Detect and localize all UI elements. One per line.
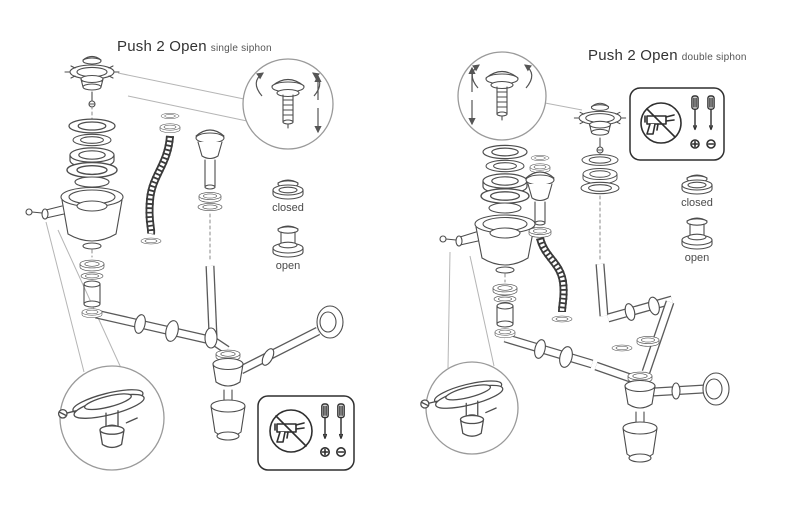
right-second-strainer — [573, 102, 627, 261]
plus-circle-icon — [319, 446, 330, 457]
rotation-arrows-icon — [471, 64, 533, 89]
left-overflow-hose — [140, 113, 181, 245]
right-title-sub: double siphon — [681, 52, 747, 63]
right-waste-pipes — [503, 263, 705, 400]
right-overflow-callout — [420, 361, 519, 455]
left-warning-box — [257, 395, 355, 471]
left-title-sub: single siphon — [210, 43, 272, 54]
right-siphon-trap — [622, 371, 658, 463]
right-overflow-hose — [536, 236, 573, 323]
right-open-label: open — [684, 252, 710, 264]
left-overflow-callout — [57, 365, 165, 471]
right-warning-box — [629, 87, 725, 161]
left-overflow-bell — [195, 129, 225, 263]
minus-circle-icon — [706, 139, 716, 149]
no-caulking-gun-icon — [640, 102, 682, 144]
left-open-label: open — [275, 260, 301, 272]
open-button-icon — [272, 225, 304, 258]
right-overflow-bell — [525, 155, 555, 238]
no-caulking-gun-icon — [269, 409, 313, 453]
plus-circle-icon — [690, 139, 700, 149]
right-closed-label: closed — [681, 197, 713, 209]
right-title-main: Push 2 Open — [588, 47, 678, 64]
left-strainer-stack — [64, 55, 120, 188]
minus-circle-icon — [335, 446, 346, 457]
right-assembly — [420, 51, 730, 463]
left-push-button-callout — [242, 58, 334, 150]
right-drain-body — [439, 214, 536, 339]
left-closed-label: closed — [272, 202, 304, 214]
left-wall-outlet-bell — [316, 305, 344, 339]
left-drain-body — [25, 186, 124, 319]
right-wall-outlet-bell — [702, 372, 730, 406]
left-title-main: Push 2 Open — [117, 38, 207, 55]
right-push-button-callout — [457, 51, 547, 141]
left-siphon-trap — [210, 349, 246, 441]
right-strainer-stack — [480, 144, 530, 214]
closed-button-icon — [681, 174, 713, 195]
rotation-arrows-icon — [255, 72, 321, 97]
left-waste-pipes — [94, 265, 321, 375]
closed-button-icon — [272, 179, 304, 200]
open-button-icon — [681, 217, 713, 250]
left-assembly — [25, 55, 355, 471]
